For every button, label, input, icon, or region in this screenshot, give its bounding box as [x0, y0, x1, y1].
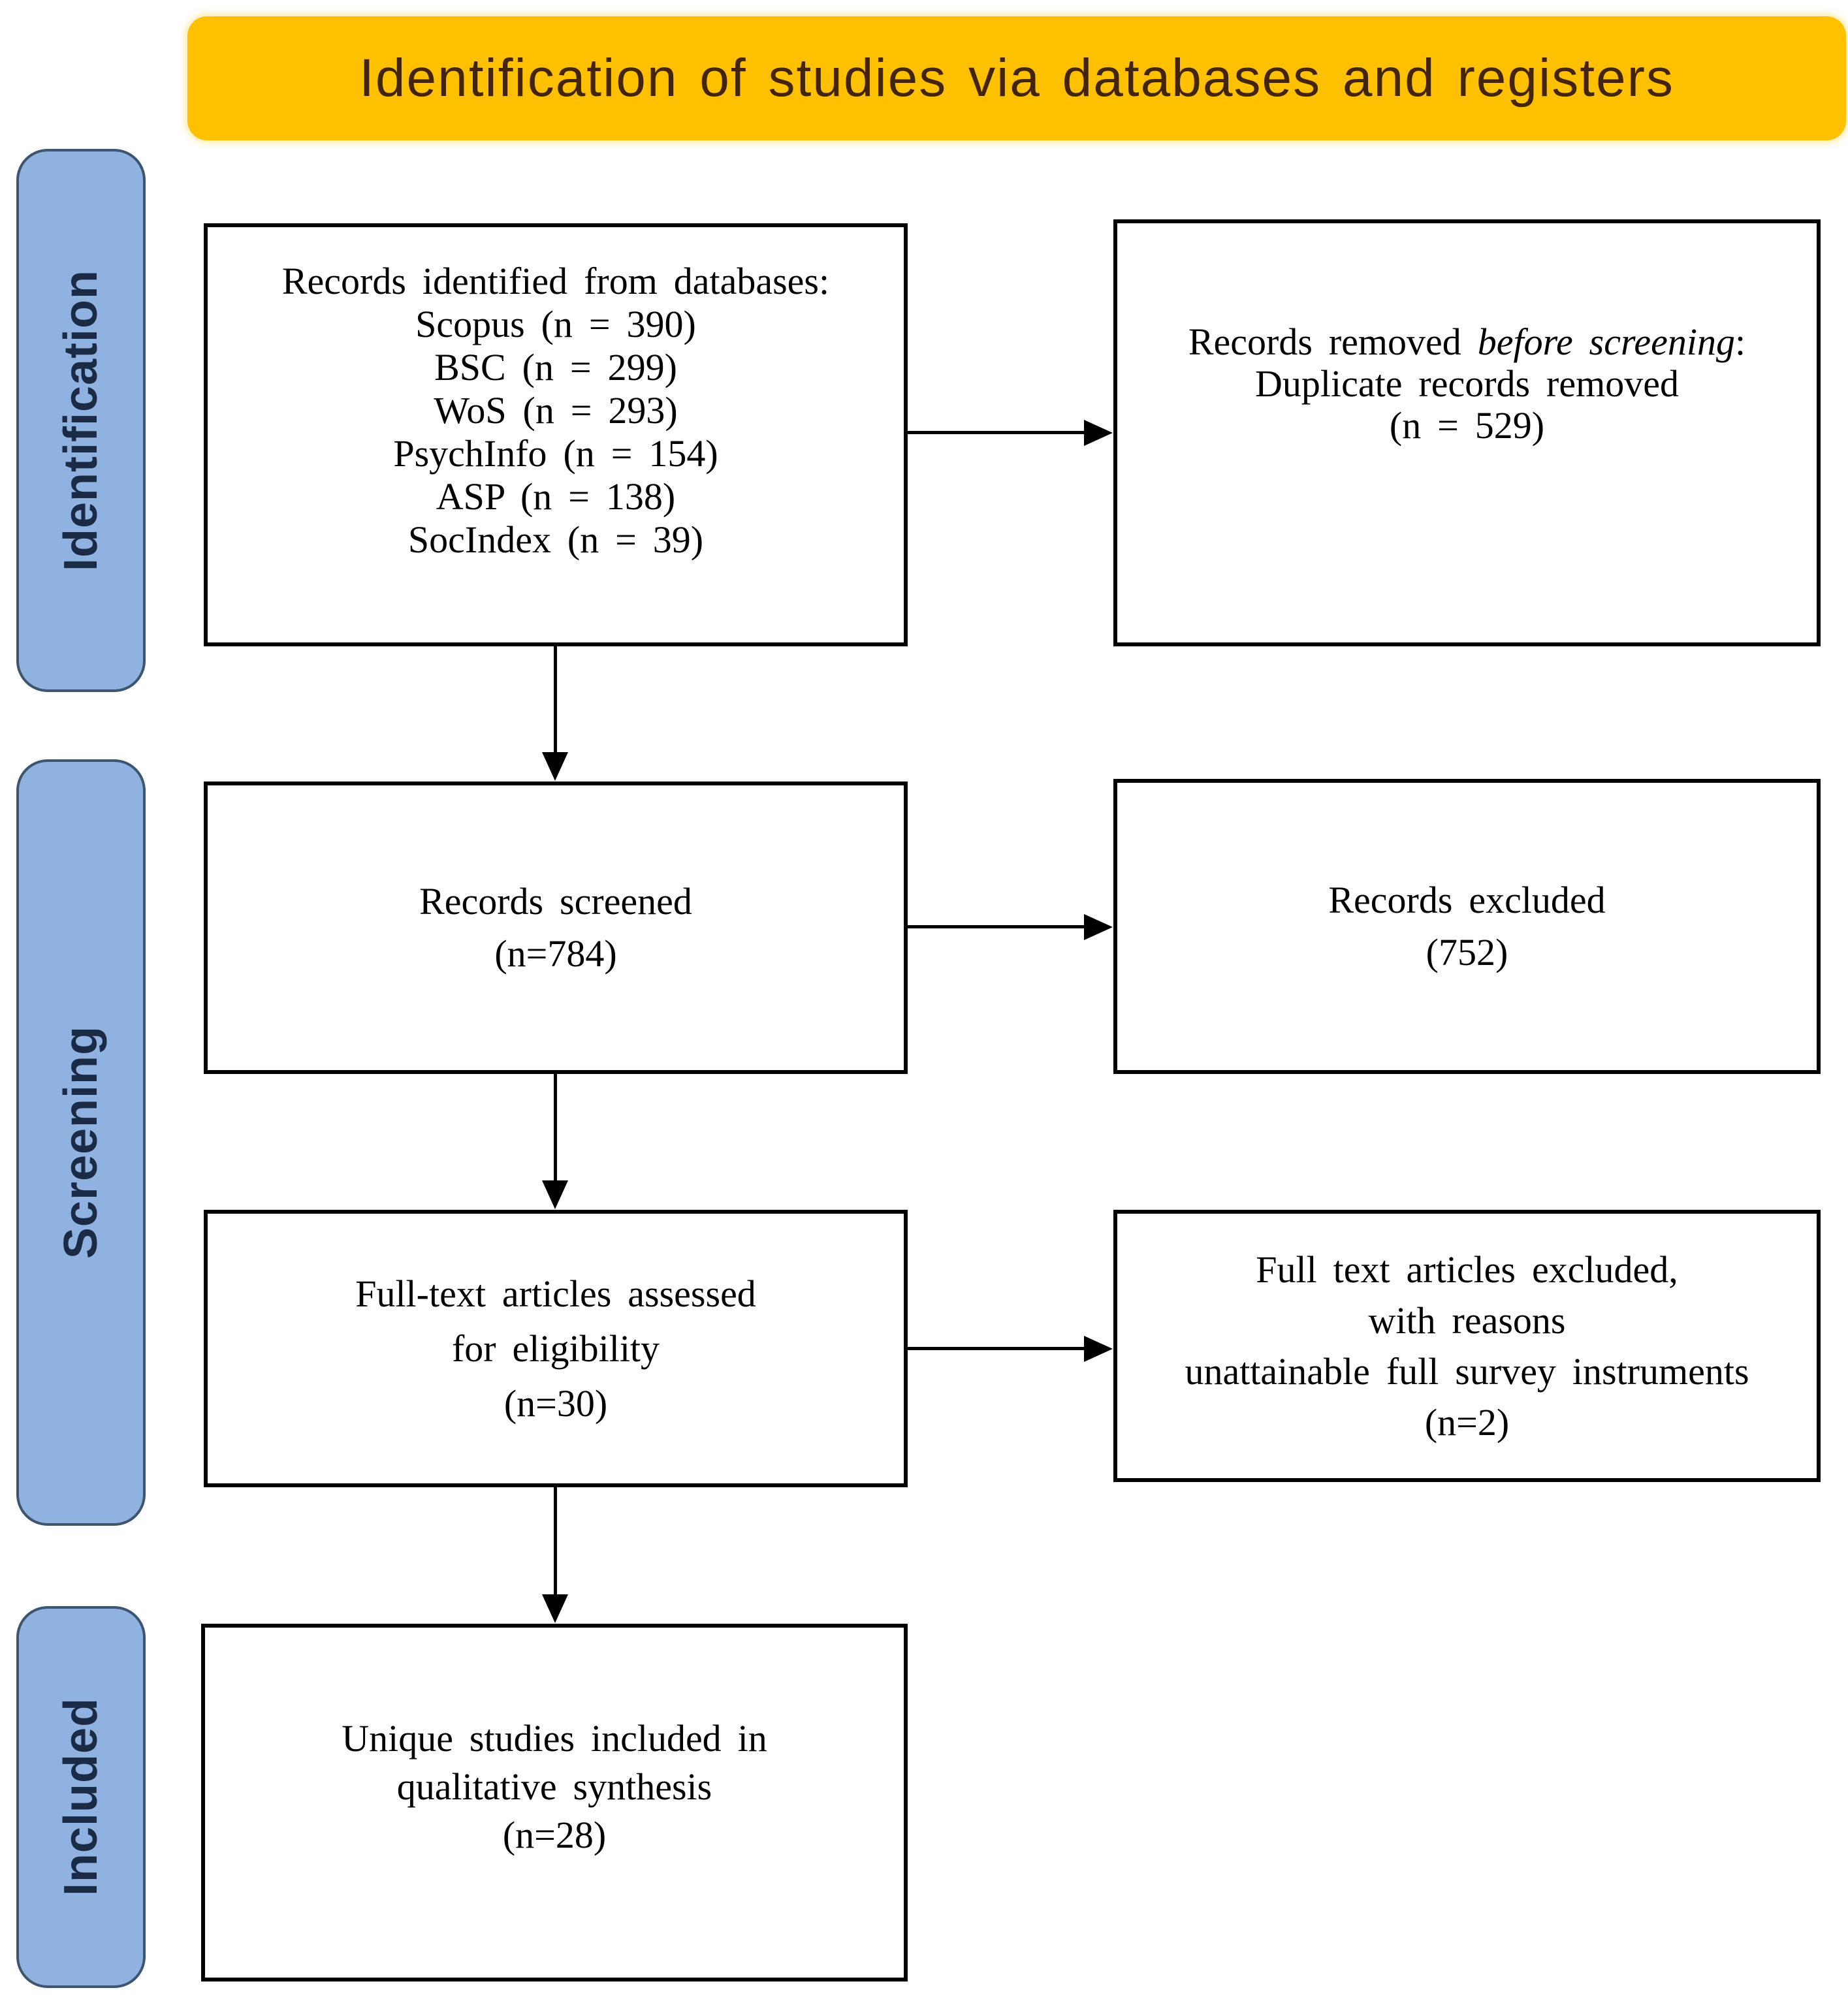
box-text-line: WoS (n = 293) — [434, 389, 678, 432]
box-text-line: with reasons — [1368, 1299, 1566, 1342]
box-text-segment: : — [1735, 321, 1746, 363]
box-text-line: for eligibility — [451, 1327, 660, 1370]
arrow-identified-to-removed — [908, 431, 1087, 434]
box-text-line: (752) — [1426, 931, 1508, 973]
box-text-line: PsychInfo (n = 154) — [393, 432, 718, 475]
box-text-line: qualitative synthesis — [396, 1765, 712, 1808]
box-text-line: ASP (n = 138) — [436, 475, 676, 518]
stage-label-screening-text: Screening — [55, 1026, 107, 1259]
studies-included-box: Unique studies included in qualitative s… — [201, 1624, 908, 1981]
arrowhead-right-icon — [1084, 1336, 1113, 1362]
stage-label-screening: Screening — [16, 759, 146, 1526]
diagram-title: Identification of studies via databases … — [359, 48, 1674, 108]
box-text-line: Unique studies included in — [342, 1717, 767, 1760]
diagram-title-banner: Identification of studies via databases … — [187, 16, 1846, 140]
box-text-line: (n=2) — [1424, 1400, 1510, 1444]
box-text-line: Records excluded — [1328, 879, 1606, 921]
box-text-line: unattainable full survey instruments — [1185, 1350, 1749, 1393]
arrow-screened-to-fulltext — [554, 1074, 557, 1182]
arrow-fulltext-to-included — [554, 1487, 557, 1595]
arrowhead-down-icon — [542, 1594, 568, 1623]
fulltext-excluded-box: Full text articles excluded, with reason… — [1113, 1210, 1821, 1482]
box-text-line: Scopus (n = 390) — [415, 303, 696, 345]
box-text-line: Full-text articles assessed — [355, 1272, 756, 1315]
stage-label-identification-text: Identification — [55, 270, 107, 571]
box-text-line: SocIndex (n = 39) — [407, 518, 704, 561]
arrowhead-down-icon — [542, 752, 568, 781]
box-text-line: (n=30) — [503, 1381, 608, 1425]
identified-records-box: Records identified from databases: Scopu… — [204, 223, 908, 646]
records-excluded-box: Records excluded (752) — [1113, 779, 1821, 1074]
box-text-segment-italic: before screening — [1477, 321, 1736, 363]
box-text-line: Duplicate records removed — [1255, 362, 1679, 405]
box-text-line: Records identified from databases: — [281, 260, 830, 302]
box-text-line: Full text articles excluded, — [1256, 1248, 1678, 1291]
box-text-line: BSC (n = 299) — [434, 346, 677, 388]
arrow-fulltext-to-excluded — [908, 1347, 1087, 1350]
box-text-line: Records screened — [419, 880, 692, 923]
stage-label-identification: Identification — [16, 149, 146, 692]
fulltext-assessed-box: Full-text articles assessed for eligibil… — [204, 1210, 908, 1487]
box-text-line: (n=28) — [502, 1814, 607, 1856]
arrow-screened-to-excluded — [908, 925, 1087, 928]
box-text-line: (n = 529) — [1389, 404, 1545, 447]
records-screened-box: Records screened (n=784) — [204, 781, 908, 1074]
box-text-line: Records removed before screening: — [1117, 321, 1817, 363]
stage-label-included-text: Included — [55, 1697, 107, 1897]
box-text-segment: Records removed — [1188, 321, 1478, 363]
duplicates-removed-box: Records removed before screening: Duplic… — [1113, 219, 1821, 646]
arrowhead-right-icon — [1084, 914, 1113, 940]
stage-label-included: Included — [16, 1606, 146, 1988]
arrowhead-right-icon — [1084, 420, 1113, 446]
box-text-line: (n=784) — [494, 932, 617, 975]
arrowhead-down-icon — [542, 1180, 568, 1209]
arrow-identified-to-screened — [554, 646, 557, 754]
